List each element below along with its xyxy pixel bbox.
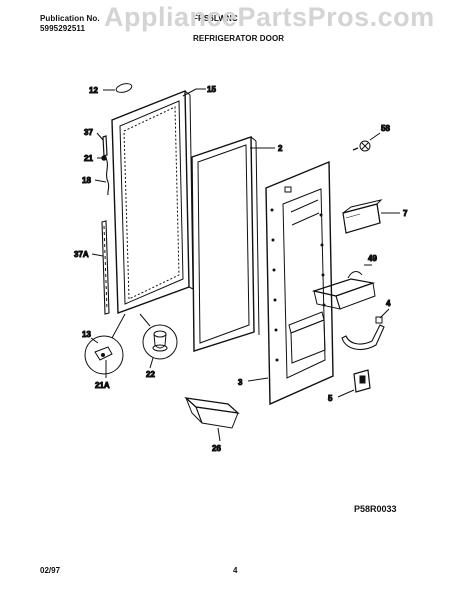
part-7-dairy-door xyxy=(342,199,383,234)
callout-49: 49 xyxy=(368,254,377,263)
callout-18: 18 xyxy=(82,176,91,185)
section-title: REFRIGERATOR DOOR xyxy=(193,34,285,43)
callout-15: 15 xyxy=(207,85,216,94)
part-15-door-gasket xyxy=(111,89,194,314)
part-5-switch xyxy=(353,369,371,393)
callout-21A: 21A xyxy=(95,381,110,390)
part-49-door-bin xyxy=(311,271,376,310)
model-number: FRS6LWNC xyxy=(193,14,238,23)
callout-3: 3 xyxy=(238,378,243,387)
watermark: AppliancePartsPros.com xyxy=(104,2,435,32)
callout-22: 22 xyxy=(146,370,155,379)
callout-2: 2 xyxy=(278,144,283,153)
part-4-bracket xyxy=(341,316,385,351)
callout-7: 7 xyxy=(403,209,408,218)
callout-4: 4 xyxy=(386,299,391,308)
diagram-code: P58R0033 xyxy=(354,504,397,514)
publication-number: 5995292511 xyxy=(40,24,86,33)
callout-12: 12 xyxy=(89,86,98,95)
callout-58: 58 xyxy=(381,124,390,133)
callout-26: 26 xyxy=(212,444,221,453)
publication-label: Publication No. xyxy=(40,14,100,23)
callout-5: 5 xyxy=(328,394,333,403)
part-18-wire xyxy=(105,157,110,196)
part-22-detail xyxy=(142,324,178,360)
page-number: 4 xyxy=(233,566,238,575)
part-21-screw xyxy=(101,155,107,161)
part-2-inner-gasket xyxy=(191,136,260,352)
part-37-hinge-cover xyxy=(102,135,108,157)
callout-37A: 37A xyxy=(74,250,89,259)
part-12-badge xyxy=(115,83,133,93)
part-3-door-liner xyxy=(265,160,334,406)
callout-37: 37 xyxy=(84,128,93,137)
callout-13: 13 xyxy=(82,330,91,339)
callout-21: 21 xyxy=(84,154,93,163)
part-13-detail xyxy=(84,335,124,375)
footer-date: 02/97 xyxy=(40,566,61,575)
part-37A-trim-strip xyxy=(101,220,110,315)
part-58-screw xyxy=(352,140,371,152)
part-26-bottom-bin xyxy=(184,397,240,429)
